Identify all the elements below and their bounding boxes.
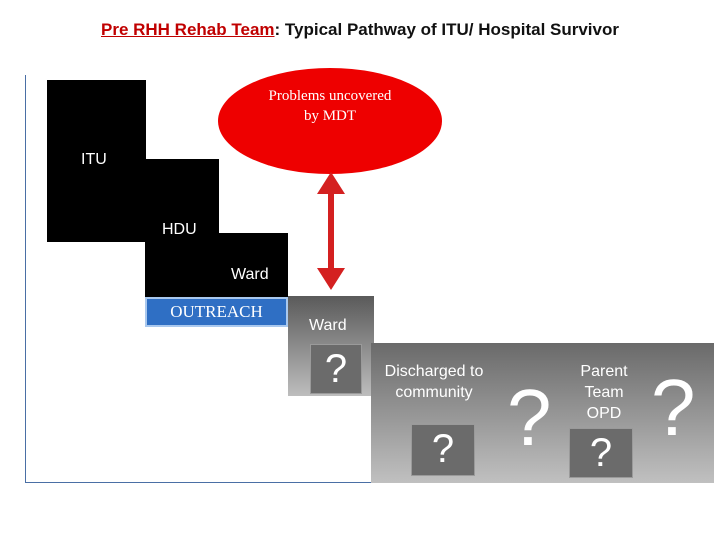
discharged-text: Discharged to community <box>372 361 496 403</box>
y-axis-line <box>25 75 26 483</box>
outreach-box: OUTREACH <box>145 297 288 327</box>
page-title: Pre RHH Rehab Team: Typical Pathway of I… <box>0 20 720 40</box>
x-axis-line <box>25 482 371 483</box>
parent-line1: Parent <box>580 363 628 380</box>
parent-question-box: ? <box>569 428 633 478</box>
ward-label: Ward <box>231 266 269 283</box>
discharged-question-box: ? <box>411 424 475 476</box>
discharged-line2: community <box>395 384 473 401</box>
itu-label: ITU <box>81 151 107 168</box>
discharged-line1: Discharged to <box>384 363 484 380</box>
hdu-label: HDU <box>162 221 197 238</box>
hdu-step-block <box>145 212 219 242</box>
title-team-label: Pre RHH Rehab Team <box>101 20 275 39</box>
arrow-shaft <box>328 192 334 272</box>
arrow-down-head <box>317 268 345 290</box>
problems-line2: by MDT <box>303 108 357 124</box>
problems-text: Problems uncovered by MDT <box>218 86 442 126</box>
parent-line2: Team <box>584 384 624 401</box>
question-mark-large-2: ? <box>651 363 696 452</box>
problems-ellipse <box>218 68 442 174</box>
parent-line3: OPD <box>586 405 622 422</box>
title-rest: : Typical Pathway of ITU/ Hospital Survi… <box>274 20 619 39</box>
parent-team-text: Parent Team OPD <box>568 361 640 424</box>
double-arrow <box>317 172 345 290</box>
hdu-block <box>145 233 288 297</box>
question-mark-large-1: ? <box>507 373 552 462</box>
problems-line1: Problems uncovered <box>268 88 392 104</box>
arrow-up-head <box>317 172 345 194</box>
ward-question-box: ? <box>310 344 362 394</box>
ward2-label: Ward <box>309 317 347 334</box>
